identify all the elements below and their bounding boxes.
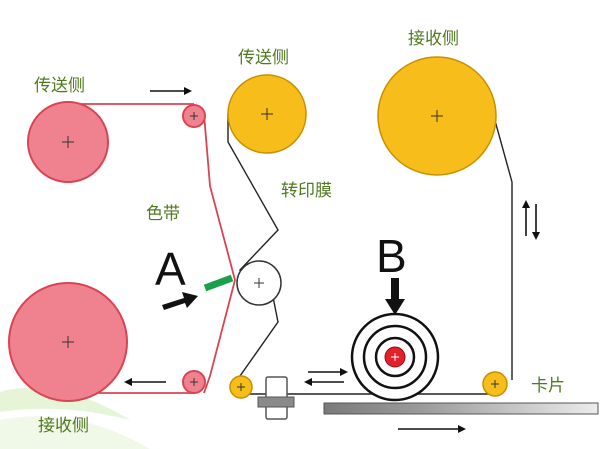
- film-supply-roll: [227, 74, 307, 154]
- arrow-icon: [398, 425, 466, 433]
- arrow-icon: [124, 378, 166, 386]
- ribbon-supply-label: 传送侧: [34, 76, 85, 96]
- film-takeup-roll: [377, 56, 497, 176]
- bidirectional-arrow-icon: [304, 368, 348, 386]
- head-a-label: A: [155, 243, 186, 295]
- platen-roller: [236, 260, 282, 306]
- heat-roller-b: [350, 312, 440, 402]
- plus-icon: [62, 136, 74, 148]
- card-label: 卡片: [531, 376, 565, 396]
- arrow-icon: [385, 278, 405, 315]
- head-b-label: B: [376, 230, 407, 282]
- background-decoration: [0, 387, 150, 449]
- print-head-a: [203, 274, 234, 292]
- ribbon-supply-roll: [27, 101, 109, 183]
- film-label: 转印膜: [281, 181, 332, 201]
- ribbon-label: 色带: [146, 204, 180, 224]
- plus-icon: [62, 336, 74, 348]
- ribbon-guide-roller-bottom: [182, 370, 206, 394]
- film-takeup-label: 接收侧: [408, 29, 459, 49]
- bidirectional-arrow-icon: [522, 200, 540, 240]
- card-feed-rollers: [257, 376, 295, 420]
- film-guide-roller-right: [482, 371, 508, 397]
- ribbon-guide-roller-top: [182, 104, 206, 128]
- arrow-icon: [150, 87, 192, 95]
- ribbon-takeup-label: 接收侧: [38, 416, 89, 436]
- film-guide-roller-left: [229, 375, 253, 399]
- film-supply-label: 传送侧: [238, 48, 289, 68]
- ribbon-takeup-roll: [8, 282, 128, 402]
- arrow-icon: [162, 292, 198, 310]
- card: [323, 402, 599, 415]
